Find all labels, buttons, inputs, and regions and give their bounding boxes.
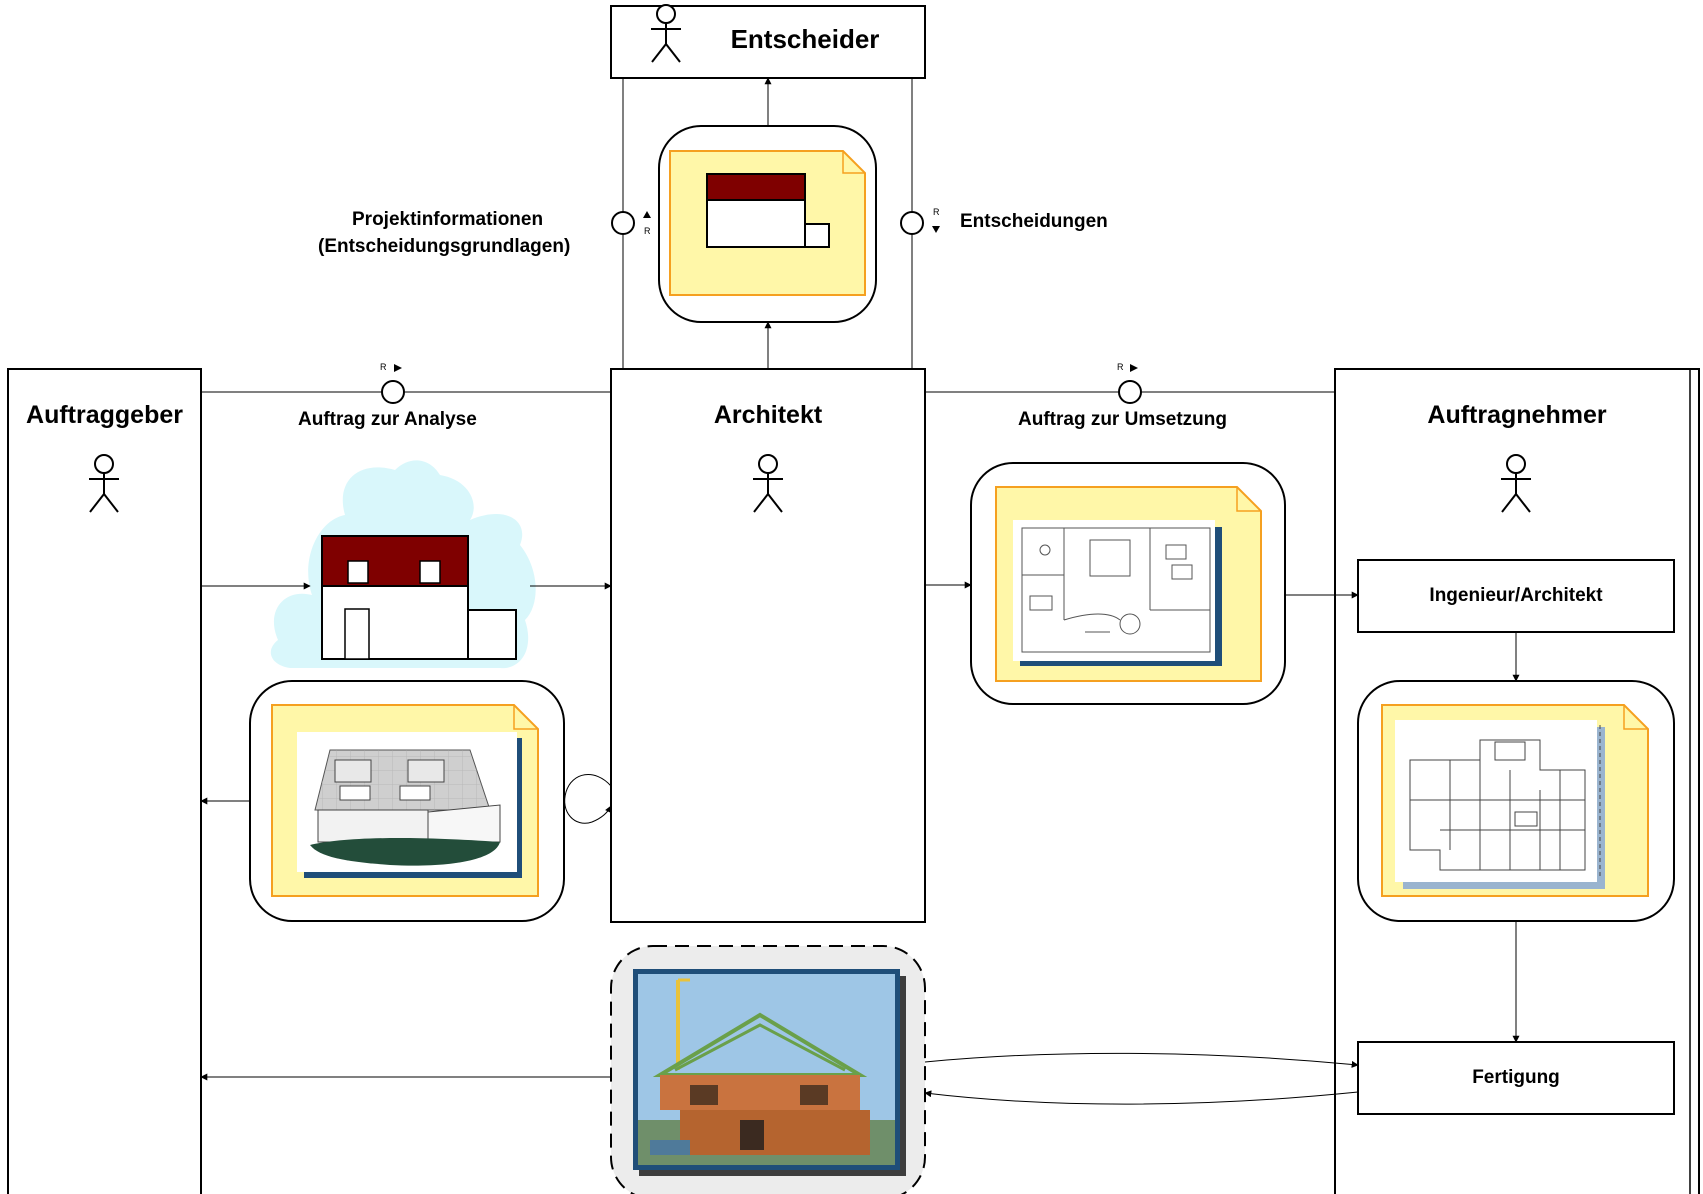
request-circle xyxy=(611,211,635,235)
entscheider-title: Entscheider xyxy=(730,24,880,54)
request-marker: R xyxy=(1117,362,1124,372)
architekt-title: Architekt xyxy=(713,401,823,429)
fertigung-label: Fertigung xyxy=(1472,1067,1560,1088)
projektinformationen-label: Projektinformationen xyxy=(352,209,544,230)
floorplan-icon xyxy=(1021,527,1211,653)
request-circle xyxy=(900,211,924,235)
auftragnehmer-title: Auftragnehmer xyxy=(1427,401,1607,429)
elevation-drawing xyxy=(310,749,501,866)
architekt-box xyxy=(610,368,926,923)
ingenieur-label: Ingenieur/Architekt xyxy=(1429,585,1603,606)
auftrag-umsetzung-label: Auftrag zur Umsetzung xyxy=(1018,409,1227,430)
entscheidungen-label: Entscheidungen xyxy=(960,211,1108,232)
self-loop-arrow xyxy=(564,774,612,824)
floorplan-icon xyxy=(1409,725,1601,878)
arrow xyxy=(924,1052,1359,1068)
fertigung-box xyxy=(1357,1041,1675,1115)
arrow xyxy=(924,1090,1359,1105)
auftraggeber-title: Auftraggeber xyxy=(26,401,183,429)
request-marker: R xyxy=(380,362,387,372)
entscheidungsgrundlagen-label: (Entscheidungsgrundlagen) xyxy=(318,236,571,257)
request-marker: R xyxy=(644,226,651,236)
construction-photo-icon xyxy=(633,969,906,1176)
request-circle xyxy=(381,380,405,404)
house-icon xyxy=(321,535,517,660)
request-marker: R xyxy=(933,207,940,217)
auftrag-analyse-label: Auftrag zur Analyse xyxy=(298,409,477,430)
auftraggeber-lane xyxy=(7,368,202,1194)
request-circle xyxy=(1118,380,1142,404)
